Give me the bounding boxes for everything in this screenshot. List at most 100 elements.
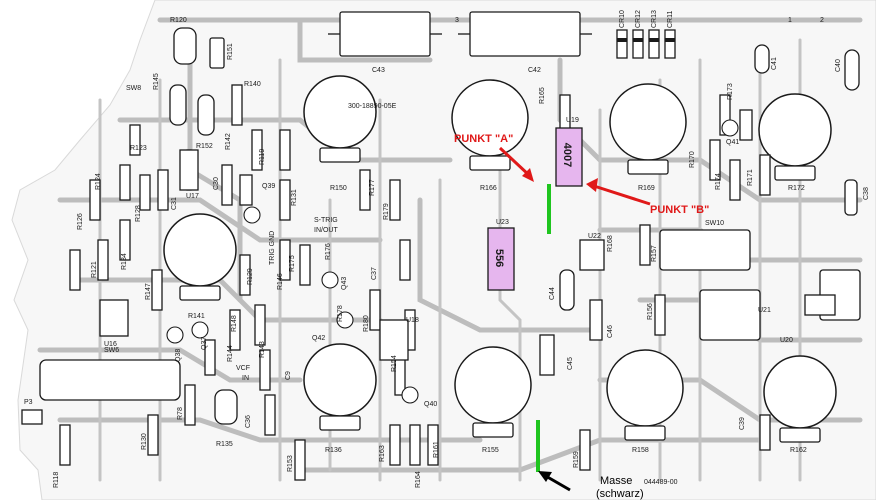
- label-c41: C41: [771, 57, 778, 70]
- label-r121: R121: [91, 261, 98, 278]
- sw-label-sw6: SW6: [104, 347, 119, 354]
- label-r159: R159: [573, 451, 580, 468]
- label-r119: R119: [259, 149, 266, 165]
- label-cr12: CR12: [635, 10, 642, 28]
- label-r120: R120: [170, 17, 187, 24]
- label-r156: R156: [647, 303, 654, 320]
- silkscreen-text: 1 2 3 300-18890-05E 044489-00 SW8 SW6 SW…: [24, 10, 870, 488]
- label-cr13: CR13: [651, 10, 658, 28]
- label-c44: C44: [549, 287, 556, 300]
- label-r164: R164: [415, 471, 422, 488]
- label-r135: R135: [216, 441, 233, 448]
- label-r130: R130: [141, 433, 148, 450]
- label-c36: C36: [245, 415, 252, 428]
- ic-packages: [99, 149, 836, 361]
- label-u22: U22: [588, 233, 601, 240]
- label-c9: C9: [285, 371, 292, 380]
- ic-u19-highlight: 4007 U19: [555, 117, 583, 187]
- label-q39: Q39: [262, 183, 275, 190]
- masse-label: Masse: [600, 475, 632, 487]
- label-c43: C43: [372, 67, 385, 74]
- label-r166: R166: [480, 185, 497, 192]
- arrow-masse-head: [538, 471, 552, 482]
- signal-label-trig-gnd: TRIG GND: [269, 231, 276, 265]
- transistors: [166, 119, 739, 404]
- label-c31: C31: [171, 197, 178, 210]
- label-r129: R129: [247, 268, 254, 285]
- probe-lines: [536, 184, 551, 472]
- label-r175: R175: [289, 255, 296, 272]
- label-q40: Q40: [424, 401, 437, 408]
- corner-number-1: 1: [788, 17, 792, 24]
- label-r150: R150: [330, 185, 347, 192]
- label-r176: R176: [325, 243, 332, 260]
- label-r171: R171: [747, 169, 754, 186]
- label-c39: C39: [739, 417, 746, 430]
- label-r179: R179: [383, 203, 390, 220]
- label-r140: R140: [244, 81, 261, 88]
- label-u18: U18: [406, 317, 419, 324]
- label-r124: R124: [95, 173, 102, 190]
- label-r143: R143: [259, 341, 266, 358]
- corner-number-3: 3: [455, 17, 459, 24]
- label-r165: R165: [539, 87, 546, 104]
- label-c45: C45: [567, 357, 574, 370]
- label-r126: R126: [77, 213, 84, 230]
- corner-number-2: 2: [820, 17, 824, 24]
- label-r172: R172: [788, 185, 805, 192]
- label-r157: R157: [651, 245, 658, 262]
- capacitor-c43: [328, 11, 442, 57]
- label-r180: R180: [363, 315, 370, 332]
- annotation-arrows: [498, 146, 651, 492]
- label-q43: Q43: [341, 277, 348, 290]
- label-u21: U21: [758, 307, 771, 314]
- label-r153: R153: [287, 455, 294, 472]
- label-c30: C30: [213, 177, 220, 190]
- label-r145: R145: [153, 73, 160, 90]
- label-c46: C46: [607, 325, 614, 338]
- signal-label-vcf: VCF: [236, 365, 250, 372]
- ic-u23-chip-label: 556: [493, 249, 505, 267]
- label-r155: R155: [482, 447, 499, 454]
- label-r144: R144: [227, 345, 234, 362]
- label-cr11: CR11: [667, 11, 674, 28]
- label-r158: R158: [632, 447, 649, 454]
- label-r134: R134: [121, 253, 128, 270]
- label-u16: U16: [104, 341, 117, 348]
- small-components: [21, 27, 861, 481]
- label-q37: Q37: [201, 337, 208, 350]
- ic-u19-chip-label: 4007: [561, 143, 573, 167]
- label-q42: Q42: [312, 335, 325, 342]
- label-r177: R177: [369, 179, 376, 196]
- arrow-a-head: [522, 168, 534, 182]
- label-r169: R169: [638, 185, 655, 192]
- label-r151: R151: [227, 43, 234, 60]
- label-r178: R178: [337, 305, 344, 322]
- label-r168: R168: [607, 235, 614, 252]
- label-r154: R154: [391, 355, 398, 372]
- ic-u19-ref: U19: [566, 117, 579, 124]
- label-r173: R173: [727, 83, 734, 100]
- diode-row: [616, 29, 676, 59]
- potentiometers: [163, 75, 837, 443]
- ic-u23-highlight: 556 U23: [487, 219, 515, 291]
- label-c40: C40: [835, 59, 842, 72]
- label-q41: Q41: [726, 139, 739, 146]
- label-c38: C38: [863, 187, 870, 200]
- label-u20: U20: [780, 337, 793, 344]
- label-r162: R162: [790, 447, 807, 454]
- punkt-b-label: PUNKT "B": [650, 204, 709, 216]
- masse-sub-label: (schwarz): [596, 488, 644, 500]
- sw-label-sw8: SW8: [126, 85, 141, 92]
- label-r148: R148: [231, 315, 238, 332]
- punkt-a-label: PUNKT "A": [454, 133, 513, 145]
- label-r170: R170: [689, 151, 696, 168]
- label-r136: R136: [325, 447, 342, 454]
- label-r142: R142: [225, 133, 232, 150]
- signal-label-inout: IN/OUT: [314, 227, 338, 234]
- label-r128: R128: [135, 205, 142, 222]
- label-r152: R152: [196, 143, 213, 150]
- label-r78: R78: [177, 407, 184, 420]
- label-r131: R131: [291, 189, 298, 206]
